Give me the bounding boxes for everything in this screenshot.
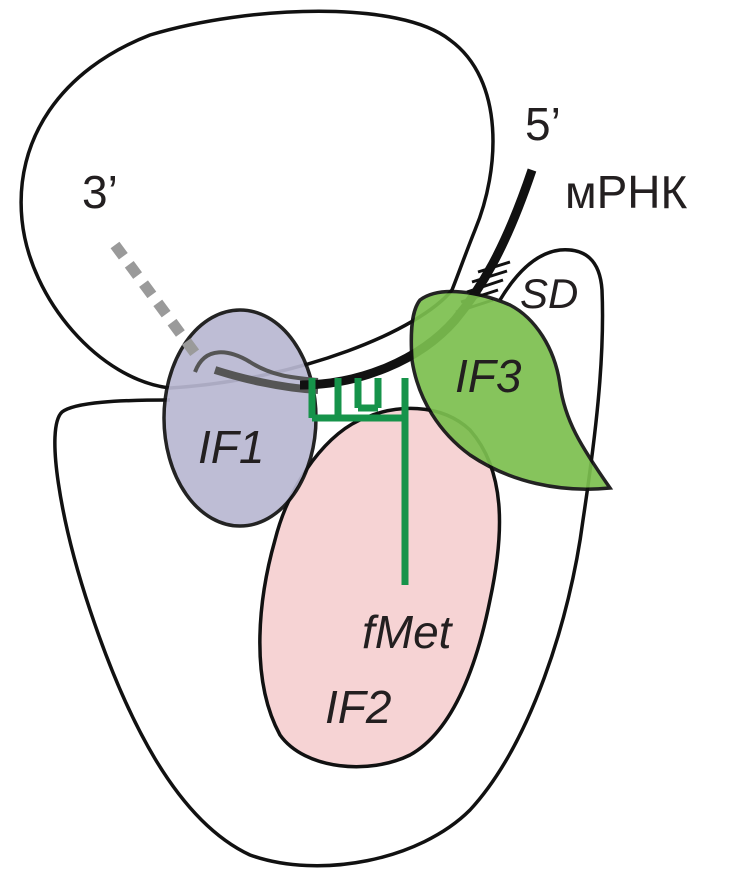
mrna-label: мРНК bbox=[565, 166, 688, 218]
three-prime-label: 3’ bbox=[82, 166, 118, 218]
if2-label: IF2 bbox=[325, 681, 391, 733]
if1-label: IF1 bbox=[198, 421, 264, 473]
five-prime-label: 5’ bbox=[525, 98, 561, 150]
fmet-label: fMet bbox=[362, 606, 454, 658]
if3-label: IF3 bbox=[455, 350, 522, 402]
sd-label: SD bbox=[520, 270, 578, 317]
